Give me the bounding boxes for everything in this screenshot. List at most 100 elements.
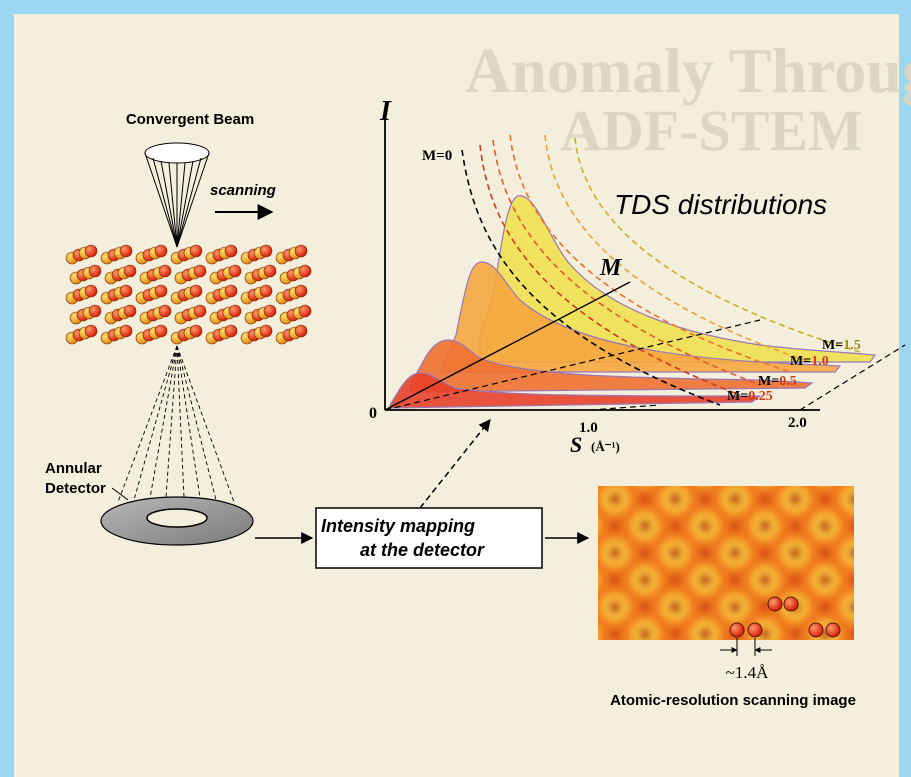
intensity-mapping-box: Intensity mapping at the detector (315, 507, 543, 569)
atom (259, 284, 273, 298)
atom-cluster (170, 324, 203, 345)
atom-cluster (100, 244, 133, 265)
plot-x-axis-unit: (Å⁻¹) (591, 439, 620, 454)
mapping-box-line2: at the detector (360, 540, 485, 560)
atom (84, 324, 98, 338)
plot-tick-2: 2.0 (788, 415, 807, 431)
convergent-beam-label: Convergent Beam (126, 111, 254, 128)
atom (123, 304, 137, 318)
image-caption: Atomic-resolution scanning image (610, 692, 856, 709)
plot-y-axis-label: I (379, 96, 392, 127)
atom (228, 304, 242, 318)
plot-tick-1: 1.0 (579, 420, 598, 436)
plot-m-axis-dashed (384, 319, 761, 411)
tds-curve-m025 (389, 372, 762, 409)
plot-m-axis (384, 281, 631, 411)
tds-curve-m15 (479, 195, 877, 363)
atom-cluster (65, 244, 98, 265)
atom-cluster (174, 304, 207, 325)
atom-cluster (205, 284, 238, 305)
detector-label-line1: Annular (45, 460, 102, 477)
atom-cluster (104, 264, 137, 285)
atom-cluster (135, 244, 168, 265)
tds-plot: I 0 M 1.0 2.0 S (Å⁻¹) TDS distributions (369, 96, 906, 457)
atom (294, 284, 308, 298)
atom-cluster (100, 324, 133, 345)
mapping-to-plot-dashed-arrow (419, 419, 491, 509)
atom-cluster (139, 304, 172, 325)
atom-cluster (240, 324, 273, 345)
atom (224, 324, 238, 338)
atom (224, 284, 238, 298)
atom (294, 244, 308, 258)
atom-cluster (104, 304, 137, 325)
atom (84, 284, 98, 298)
atom (119, 284, 133, 298)
tds-curve-m05 (409, 339, 814, 393)
atom (154, 284, 168, 298)
atom-cluster (209, 304, 242, 325)
atom (84, 244, 98, 258)
dashed-curve-m0 (461, 149, 721, 406)
atom-cluster (205, 244, 238, 265)
atom (193, 304, 207, 318)
atom-cluster (69, 264, 102, 285)
tds-curve-m10 (439, 261, 842, 373)
atom (154, 244, 168, 258)
dashed-curve-m025-b (492, 139, 761, 386)
atom (263, 264, 277, 278)
plot-origin-label: 0 (369, 405, 377, 422)
plot-m-axis-label: M (599, 255, 623, 281)
atom (228, 264, 242, 278)
atom-cluster (275, 284, 308, 305)
atom (298, 304, 312, 318)
atom-cluster (139, 264, 172, 285)
atomic-resolution-image (598, 486, 854, 640)
atom-cluster (244, 304, 277, 325)
scale-label: ~1.4Å (726, 663, 769, 682)
atom-cluster (135, 284, 168, 305)
atom (259, 324, 273, 338)
atom (189, 284, 203, 298)
scattered-cone-lines (117, 345, 235, 503)
m05-label: M=0.5 (758, 374, 797, 389)
scanning-label: scanning (210, 182, 276, 199)
m10-label: M=1.0 (790, 354, 829, 369)
m0-label: M=0 (422, 148, 452, 164)
atom (158, 304, 172, 318)
plot-back-edge-dashed (799, 344, 906, 411)
atom-cluster (69, 304, 102, 325)
atom (259, 244, 273, 258)
m025-label: M=0.25 (727, 389, 773, 404)
atom-cluster (240, 284, 273, 305)
atom-cluster (135, 324, 168, 345)
dashed-curve-m10 (544, 134, 811, 363)
atom-cluster (244, 264, 277, 285)
atom-cluster (65, 324, 98, 345)
atom (193, 264, 207, 278)
atom-cluster (275, 324, 308, 345)
atom (158, 264, 172, 278)
dashed-curve-m15 (574, 137, 861, 353)
atom (294, 324, 308, 338)
plot-baseline-dashed (589, 404, 661, 411)
atom (119, 244, 133, 258)
atom (119, 324, 133, 338)
scale-marker (720, 638, 772, 656)
background-title-text: Anomaly Through In-situ High-te (465, 35, 911, 106)
crystal-lattice (65, 244, 312, 345)
atom-cluster (209, 264, 242, 285)
atom-cluster (65, 284, 98, 305)
atom (224, 244, 238, 258)
atom (88, 264, 102, 278)
atom (154, 324, 168, 338)
plot-x-axis-label: S (570, 432, 582, 457)
overlay-atoms (729, 596, 841, 638)
atom-cluster (279, 264, 312, 285)
atom-cluster (275, 244, 308, 265)
atom (263, 304, 277, 318)
dashed-curve-m05 (509, 134, 791, 373)
atom-cluster (279, 304, 312, 325)
atom-cluster (205, 324, 238, 345)
